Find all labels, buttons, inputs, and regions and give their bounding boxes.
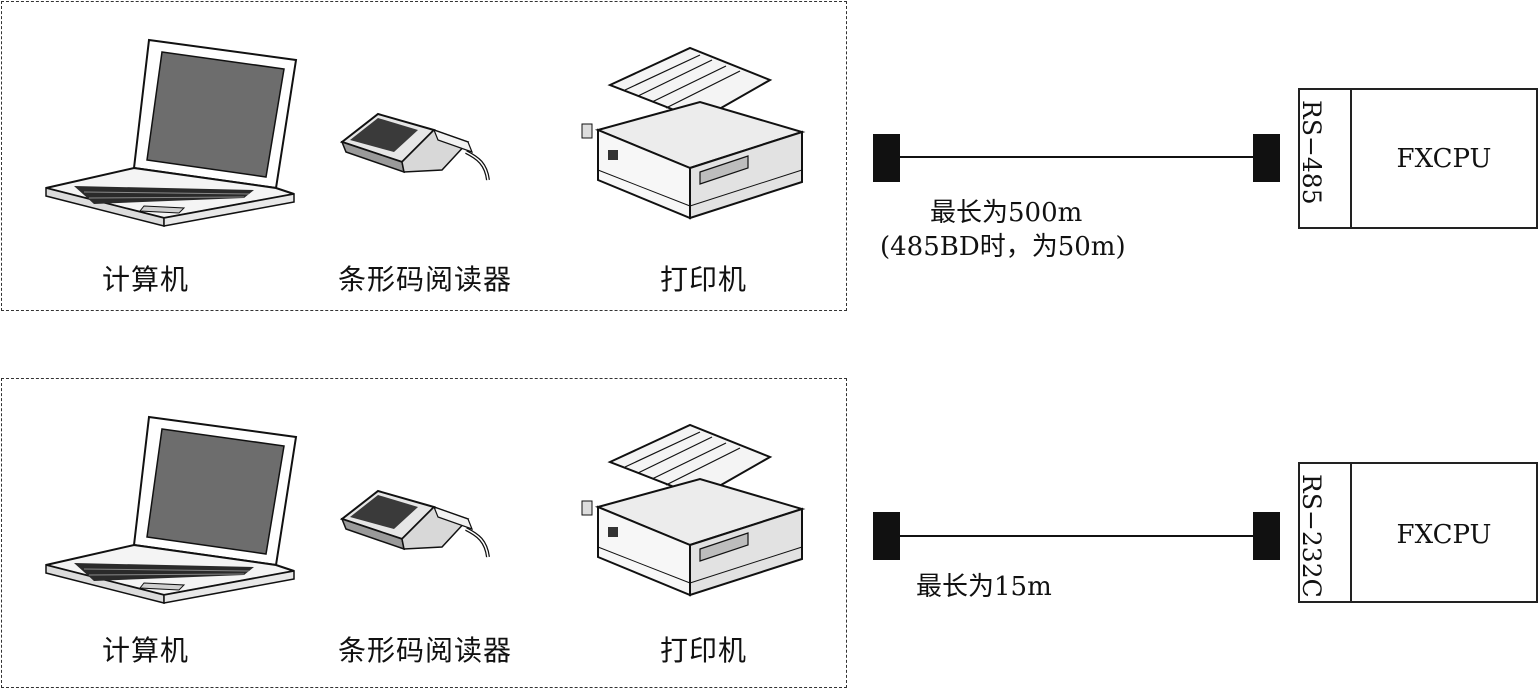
rs485-connection-panel: 计算机 条形码阅读器 [0, 0, 1540, 346]
barcode-reader-icon [338, 477, 508, 572]
plc-name: FXCPU [1352, 144, 1536, 174]
device-label-printer: 打印机 [660, 258, 747, 298]
barcode-reader-icon [338, 100, 508, 195]
laptop-icon [44, 415, 304, 605]
device-label-computer: 计算机 [102, 258, 189, 298]
device-group-box: 计算机 条形码阅读器 [1, 1, 847, 311]
device-label-printer: 打印机 [660, 629, 747, 669]
rs232c-cable [860, 502, 1290, 572]
cable-length-note: 最长为15m [916, 566, 1052, 603]
rs485-cable [860, 120, 1290, 190]
cable-length-note: 最长为500m [930, 192, 1082, 229]
cable-length-note-485bd: (485BD时，为50m) [880, 226, 1126, 263]
device-label-barcode-reader: 条形码阅读器 [338, 629, 512, 669]
fxcpu-unit: RS−232C FXCPU [1298, 462, 1538, 603]
cable-connector-right [1253, 134, 1280, 182]
rs232c-port: RS−232C [1300, 464, 1352, 601]
device-label-barcode-reader: 条形码阅读器 [338, 258, 512, 298]
port-label: RS−485 [1297, 100, 1326, 205]
printer-icon [580, 417, 810, 602]
device-group-box: 计算机 条形码阅读器 [1, 378, 847, 688]
fxcpu-unit: RS−485 FXCPU [1298, 88, 1538, 229]
laptop-icon [44, 38, 304, 228]
printer-icon [580, 40, 810, 225]
cable-connector-left [873, 512, 900, 560]
rs485-port: RS−485 [1300, 90, 1352, 227]
device-label-computer: 计算机 [102, 629, 189, 669]
cable-connector-left [873, 134, 900, 182]
rs232c-connection-panel: 计算机 条形码阅读器 [0, 346, 1540, 692]
plc-name: FXCPU [1352, 520, 1536, 550]
port-label: RS−232C [1297, 474, 1326, 598]
cable-connector-right [1253, 512, 1280, 560]
